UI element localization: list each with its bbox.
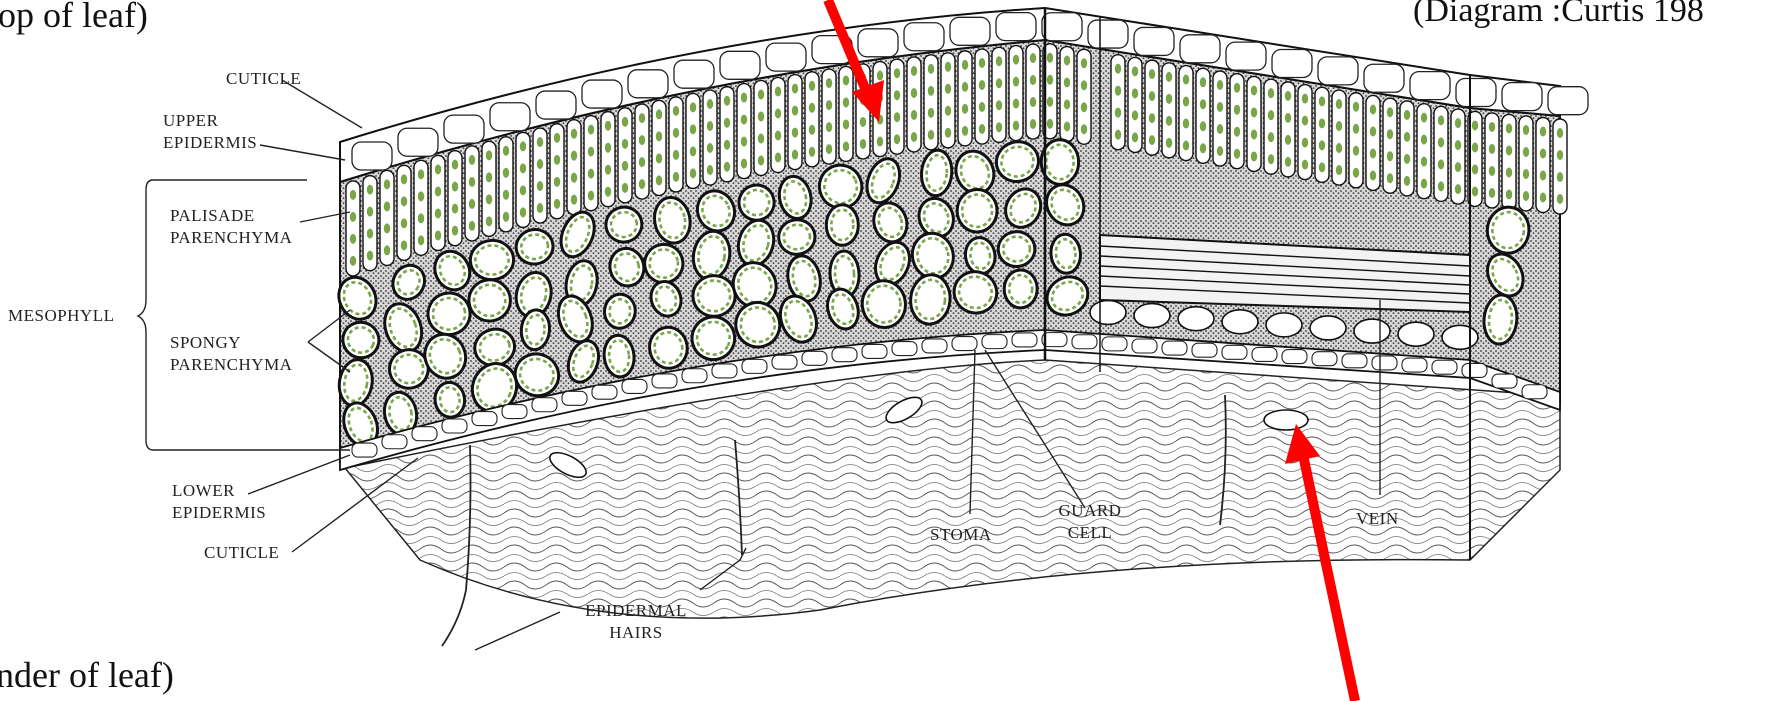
label-cuticle-bottom: CUTICLE [204, 542, 279, 564]
label-vein: VEIN [1356, 508, 1399, 530]
label-cuticle-top: CUTICLE [226, 68, 301, 90]
label-mesophyll: MESOPHYLL [8, 305, 115, 327]
label-stoma: STOMA [930, 524, 992, 546]
